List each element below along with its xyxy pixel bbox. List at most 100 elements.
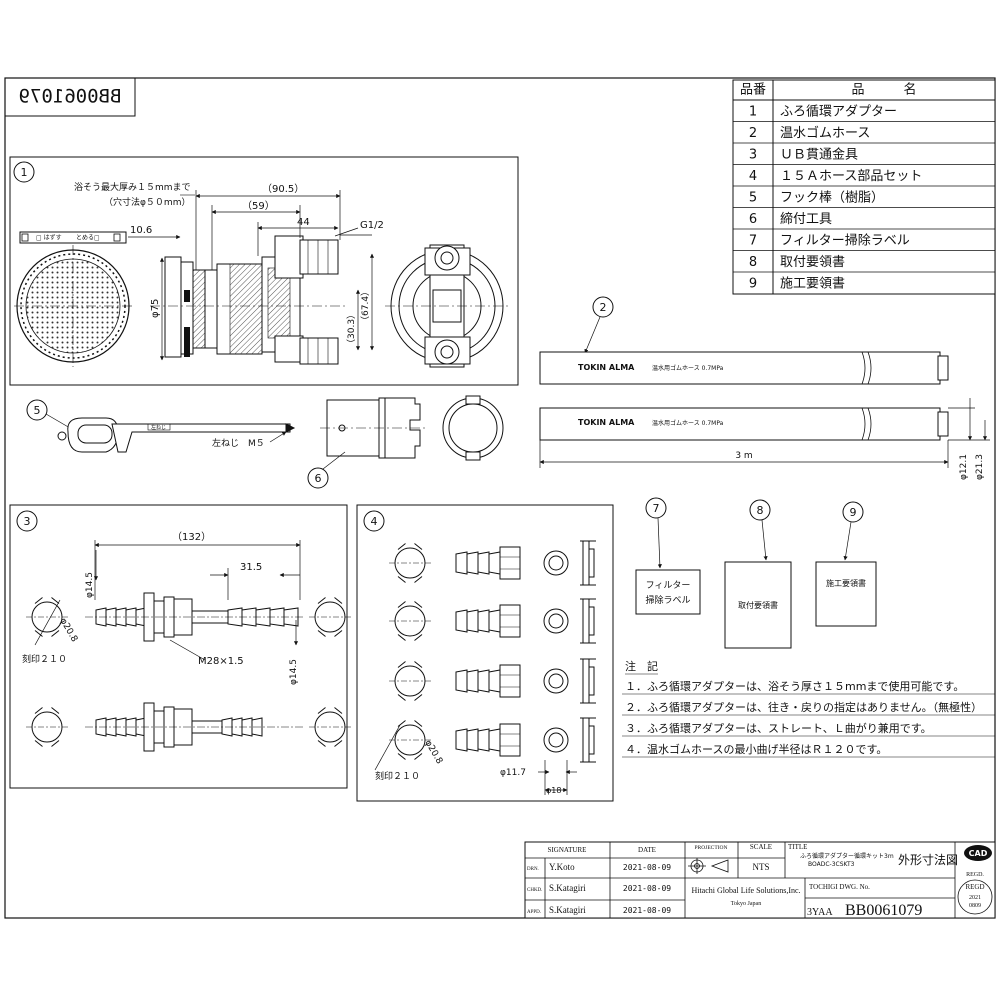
parts-row-name: 施工要領書	[780, 275, 845, 291]
svg-text:CAD: CAD	[969, 849, 988, 858]
title-line2: BOADC-3CSKT3	[808, 861, 855, 868]
hose-barb-nipple	[455, 664, 521, 698]
washer	[543, 550, 569, 576]
parts-row-name: ふろ循環アダプター	[780, 104, 897, 119]
dim-67-4: （67.4）	[360, 287, 371, 325]
hook-rod	[57, 417, 296, 453]
hose-clamp-icon	[389, 720, 431, 760]
thread-m28: M28×1.5	[198, 656, 244, 667]
parts-row-no: 8	[749, 255, 757, 270]
gasket-side	[580, 658, 596, 704]
install-manual-card	[724, 561, 792, 649]
view-5: 5 左ねじ 左ねじ M５	[26, 399, 296, 453]
view-6-marker: 6	[315, 472, 322, 485]
parts-row-no: 9	[749, 276, 757, 291]
view-4-dimensions	[374, 724, 577, 795]
hose-clamp-icon	[26, 597, 68, 637]
parts-table-header-name: 品 名	[851, 82, 916, 98]
signature-header: SIGNATURE	[548, 846, 587, 854]
note-item: ３．ふろ循環アダプターは、ストレート、Ｌ曲がり兼用です。	[625, 721, 932, 735]
gasket-side	[580, 598, 596, 644]
dim-90-5: （90.5）	[262, 183, 304, 195]
signature-role: APPD.	[527, 910, 541, 915]
svg-text:取付要領書: 取付要領書	[738, 600, 778, 610]
outer-frame	[4, 77, 996, 919]
view-1-frame	[9, 156, 519, 386]
dim-phi20-8-v4: φ20.8	[422, 739, 444, 767]
title-line1: ふろ循環アダプター循環キット3m	[800, 852, 894, 860]
svg-text:温水用ゴムホース 0.7MPa: 温水用ゴムホース 0.7MPa	[652, 419, 724, 427]
svg-text:BB0061079: BB0061079	[19, 86, 122, 108]
hose-bottom: TOKIN ALMA 温水用ゴムホース 0.7MPa	[539, 407, 949, 441]
washer	[543, 608, 569, 634]
hose-clamp-icon	[389, 543, 431, 583]
view-1: 1 □ はずす とめる□ 浴そう最大厚み１５mmまで （穴寸法φ５０mm）	[9, 156, 519, 386]
company-city: Tokyo Japan	[731, 901, 761, 907]
view-3-marker: 3	[24, 515, 31, 528]
svg-text:0809: 0809	[969, 903, 981, 909]
view-1-note-line1: 浴そう最大厚み１５mmまで	[74, 181, 191, 193]
note-item: ４．温水ゴムホースの最小曲げ半径はＲ１２０です。	[625, 742, 887, 756]
dwg-number: BB0061079	[845, 902, 922, 919]
stamp-label-view4: 刻印２１０	[375, 770, 420, 782]
view-5-marker: 5	[34, 404, 41, 417]
dim-phi14-5-left: φ14.5	[85, 572, 95, 598]
signature-date: 2021-08-09	[623, 906, 671, 915]
view-4-marker: 4	[371, 515, 378, 528]
view-1-marker: 1	[21, 166, 28, 179]
hose-top: TOKIN ALMA 温水用ゴムホース 0.7MPa	[539, 351, 949, 385]
signature-name: Y.Koto	[549, 862, 575, 872]
title-header: TITLE	[788, 843, 807, 851]
parts-row-no: 5	[749, 190, 757, 205]
hose-clamp-icon	[389, 601, 431, 641]
dim-phi12-1: φ12.1	[959, 454, 969, 480]
svg-text:TOKIN ALMA: TOKIN ALMA	[578, 418, 635, 427]
parts-row-name: １５Ａホース部品セット	[780, 169, 922, 184]
regd-label: REGD.	[966, 872, 984, 878]
parts-row-no: 2	[749, 126, 757, 141]
svg-text:とめる□: とめる□	[76, 235, 100, 242]
hose-clamp-icon	[26, 707, 68, 747]
view-6: 6	[307, 395, 504, 489]
adapter-side-view	[150, 235, 345, 365]
hook-rod-strip-text: 左ねじ	[151, 424, 166, 431]
view-2-dimensions	[539, 398, 990, 468]
cover-front-view	[14, 245, 132, 367]
svg-text:TOKIN ALMA: TOKIN ALMA	[578, 363, 635, 372]
hose-clamp-icon	[309, 707, 351, 747]
dim-phi20-8: φ20.8	[57, 617, 79, 645]
scale-header: SCALE	[750, 843, 772, 851]
regd-stamp: REGD 2021 0809	[957, 879, 993, 915]
view-4: 4 φ20.8 刻印２１０ φ11.7 φ18	[356, 504, 614, 802]
marker-8: 8	[757, 504, 764, 517]
hose-clamp-icon	[389, 661, 431, 701]
signature-name: S.Katagiri	[549, 905, 586, 915]
notes-title: 注 記	[625, 659, 658, 673]
hose-barb-nipple	[455, 723, 521, 757]
signature-role: DRN.	[527, 867, 539, 872]
dim-phi75: φ75	[150, 299, 161, 318]
items-7-8-9: 7 フィルター 掃除ラベル 8 取付要領書 9 施工要領書	[635, 497, 877, 649]
view-2: 2 TOKIN ALMA 温水用ゴムホース 0.7MPa TOKIN ALMA …	[539, 296, 990, 480]
stamp-label-view3: 刻印２１０	[22, 653, 67, 665]
parts-row-no: 1	[749, 104, 757, 119]
hook-rod-thread: 左ねじ M５	[212, 437, 265, 449]
view-1-strip: □ はずす とめる□	[19, 231, 127, 244]
dim-phi11-7: φ11.7	[500, 768, 526, 778]
parts-row-no: 6	[749, 212, 757, 227]
svg-text:□ はずす: □ はずす	[36, 234, 62, 242]
dim-30-3: （30.3）	[346, 310, 357, 348]
svg-text:REGD: REGD	[965, 883, 984, 891]
note-item: １．ふろ循環アダプターは、浴そう厚さ１５mmまで使用可能です。	[625, 679, 964, 693]
adapter-back-view	[385, 244, 510, 368]
signature-name: S.Katagiri	[549, 883, 586, 893]
view-1-note-line2: （穴寸法φ５０mm）	[104, 196, 190, 208]
company-name: Hitachi Global Life Solutions,Inc.	[691, 886, 800, 895]
washer	[543, 668, 569, 694]
hose-barb-nipple	[455, 546, 521, 580]
marker-7: 7	[653, 502, 660, 515]
title-main: 外形寸法図	[898, 853, 958, 867]
mirrored-drawing-number: BB0061079	[4, 77, 136, 117]
